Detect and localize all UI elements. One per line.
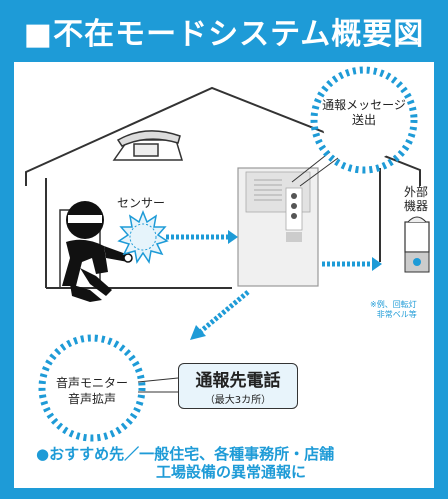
note-line2: 非常ベル等 [376,310,417,320]
destination-main-label: 通報先電話 [195,371,281,391]
external-device-label: 外部 機器 [404,185,429,214]
callout-line1: 通報メッセージ [322,98,406,112]
rotating-lamp-icon [404,216,430,273]
arrow-unit-to-external [322,257,382,271]
footer-line2: 工場設備の異常通報に [156,463,307,481]
arrow-sensor-to-unit [166,230,238,244]
monitor-connector [137,377,179,393]
destination-phone-box: 通報先電話 （最大3カ所） [178,363,298,409]
destination-sub-label: （最大3カ所） [204,395,272,406]
external-device-note: ※例、回転灯 非常ベル等 [370,300,417,321]
page-title: ■不在モードシステム概要図 [23,17,425,52]
recommendation-footer: ●おすすめ先／一般住宅、各種事務所・店舗 工場設備の異常通報に [36,445,436,481]
callout-message-text: 通報メッセージ 送出 [322,98,406,128]
monitor-line2: 音声拡声 [67,391,116,406]
alarm-unit-device [237,167,319,287]
monitor-line1: 音声モニター [55,376,128,390]
monitor-label: 音声モニター 音声拡声 [48,376,136,407]
sensor-burst-icon [117,209,169,264]
external-device-line1: 外部 [404,185,429,199]
arrow-unit-to-destination [190,290,250,340]
monitor-burst [38,334,146,442]
note-line1: ※例、回転灯 [370,300,417,309]
external-device-line2: 機器 [404,198,429,213]
burglar-icon [62,201,133,302]
footer-line1: ●おすすめ先／一般住宅、各種事務所・店舗 [36,445,335,463]
telephone-icon [112,130,184,161]
callout-line2: 送出 [351,113,376,127]
message-callout-burst [291,66,418,187]
sensor-label: センサー [117,196,166,210]
